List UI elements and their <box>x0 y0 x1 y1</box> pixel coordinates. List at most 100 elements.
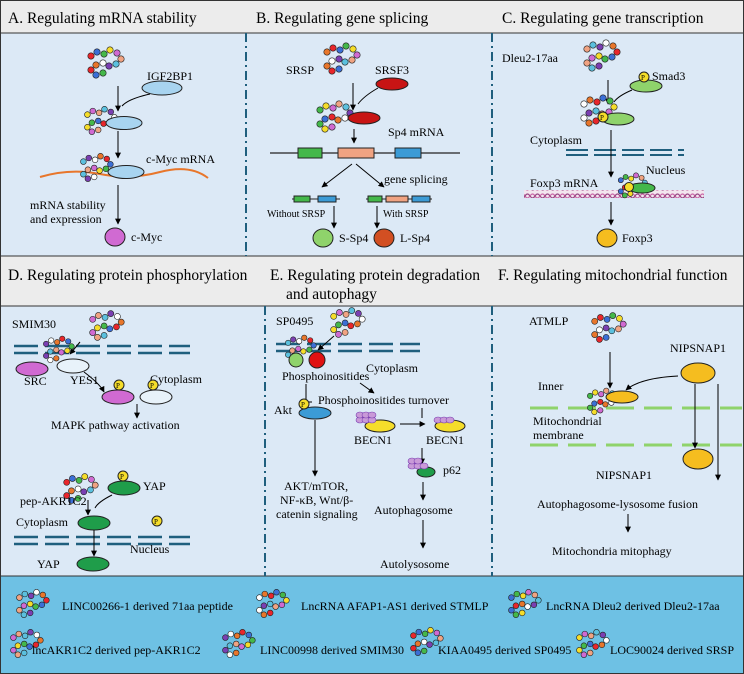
peptide-bead <box>21 649 28 657</box>
peptide-bead <box>341 329 349 336</box>
smim30-label: SMIM30 <box>12 317 56 331</box>
phospho-marker <box>624 182 634 192</box>
peptide-bead <box>617 188 624 195</box>
peptide-bead <box>322 102 330 110</box>
ubiquitin-chain <box>355 411 377 424</box>
foxp3-protein <box>596 228 618 248</box>
cytoplasm-label: Cytoplasm <box>150 372 203 386</box>
panel-e: SP0495 Cytoplasm Phosphoinositides Phosp… <box>274 307 466 571</box>
peptide-bead <box>27 629 34 636</box>
peptide-bead <box>342 103 350 111</box>
exon <box>385 195 409 203</box>
peptide-bead <box>233 632 241 639</box>
peptide-bead <box>106 46 114 54</box>
peptide-bead <box>74 485 82 493</box>
exon <box>411 195 431 203</box>
peptide-bead <box>580 100 588 108</box>
peptide-bead <box>321 115 329 123</box>
arrow <box>121 93 151 107</box>
peptide-bead <box>89 107 96 115</box>
peptide-bead <box>92 71 100 79</box>
peptide-bead <box>330 326 338 333</box>
panel-b-title: B. Regulating gene splicing <box>256 10 428 27</box>
peptide-bead <box>587 632 595 639</box>
peptide-bead <box>222 634 229 641</box>
peptide-bead <box>358 315 366 323</box>
peptide-bead <box>535 597 542 604</box>
sp4-exon-3 <box>394 147 422 159</box>
peptide-bead <box>80 488 88 496</box>
peptide-bead <box>117 318 125 326</box>
peptide-bead <box>334 116 342 124</box>
peptide-bead <box>15 630 22 638</box>
p-mark: P <box>150 382 154 390</box>
peptide-icon <box>87 46 125 79</box>
peptide-bead <box>597 314 604 321</box>
peptide-bead <box>580 651 588 658</box>
arrow <box>357 87 379 105</box>
peptide-bead <box>21 640 28 648</box>
peptide-bead <box>609 42 617 50</box>
peptide-bead <box>88 119 96 126</box>
stability-label-1: mRNA stability <box>30 198 106 212</box>
p62-label: p62 <box>443 463 461 477</box>
peptide-bead <box>261 590 268 598</box>
igf2bp1-label: IGF2BP1 <box>147 69 193 83</box>
peptide-bead <box>432 639 440 646</box>
legend-item: lncAKR1C2 derived pep-AKR1C2 <box>32 643 201 657</box>
nipsnap1-b-label: NIPSNAP1 <box>596 468 652 482</box>
peptide-bead <box>84 111 91 118</box>
substrate-protein-a <box>101 389 135 405</box>
peptide-bead <box>587 649 594 657</box>
peptide-bead <box>335 100 343 108</box>
peptide-bead <box>596 43 604 51</box>
peptide-bead <box>591 317 599 325</box>
peptide-bead <box>329 44 337 52</box>
top-panels-bg <box>0 33 744 256</box>
top-header-strip <box>0 0 744 33</box>
ubiquitin <box>413 457 423 465</box>
peptide-bead <box>617 177 624 184</box>
substrate-protein-b <box>139 389 173 405</box>
foxp3-mrna-label: Foxp3 mRNA <box>530 176 599 190</box>
peptide-bead <box>74 495 82 502</box>
nipsnap1-label: NIPSNAP1 <box>670 341 726 355</box>
legend-peptide-icon <box>16 589 50 618</box>
peptide-icon <box>323 42 361 75</box>
peptide-bead <box>595 52 603 60</box>
peptide-bead <box>278 601 286 608</box>
pep-akr1c2-label: pep-AKR1C2 <box>20 494 87 508</box>
without-srsp-label: Without SRSP <box>267 209 326 220</box>
peptide-bead <box>222 647 229 654</box>
peptide-bead <box>426 641 433 648</box>
phospho-marker <box>298 398 310 410</box>
peptide-bead <box>267 600 274 608</box>
peptide-bead <box>519 600 526 608</box>
peptide-bead <box>249 637 256 644</box>
peptide-bead <box>328 57 336 65</box>
mitophagy-label: Mitochondria mitophagy <box>552 544 672 558</box>
peptide-bead <box>27 592 35 599</box>
p-mark: P <box>301 401 305 409</box>
peptide-bead <box>32 603 39 610</box>
peptide-bead <box>603 637 610 644</box>
peptide-bead <box>88 476 95 483</box>
becn1-label-b: BECN1 <box>426 433 464 447</box>
peptide-bead <box>33 631 40 639</box>
panel-d: SMIM30 SRC YES1 Cytoplasm P P MAPK pathw… <box>12 310 203 572</box>
gene-splicing-label: gene splicing <box>384 172 448 186</box>
peptide-bead <box>285 339 292 346</box>
peptide-bead <box>295 345 302 352</box>
peptide-bead <box>68 497 75 504</box>
panel-c: Dleu2-17aa P Smad3 P Cytoplasm Nucleus F… <box>502 39 704 248</box>
peptide-bead <box>84 166 92 173</box>
peptide-bead <box>622 174 629 180</box>
peptide-bead <box>414 649 422 656</box>
peptide-bead <box>608 327 616 335</box>
peptide-bead <box>433 629 440 637</box>
phosphoinositide-red <box>308 351 326 369</box>
nucleus-label: Nucleus <box>130 542 170 556</box>
peptide-bead <box>349 45 357 53</box>
peptide-bead <box>610 103 618 111</box>
